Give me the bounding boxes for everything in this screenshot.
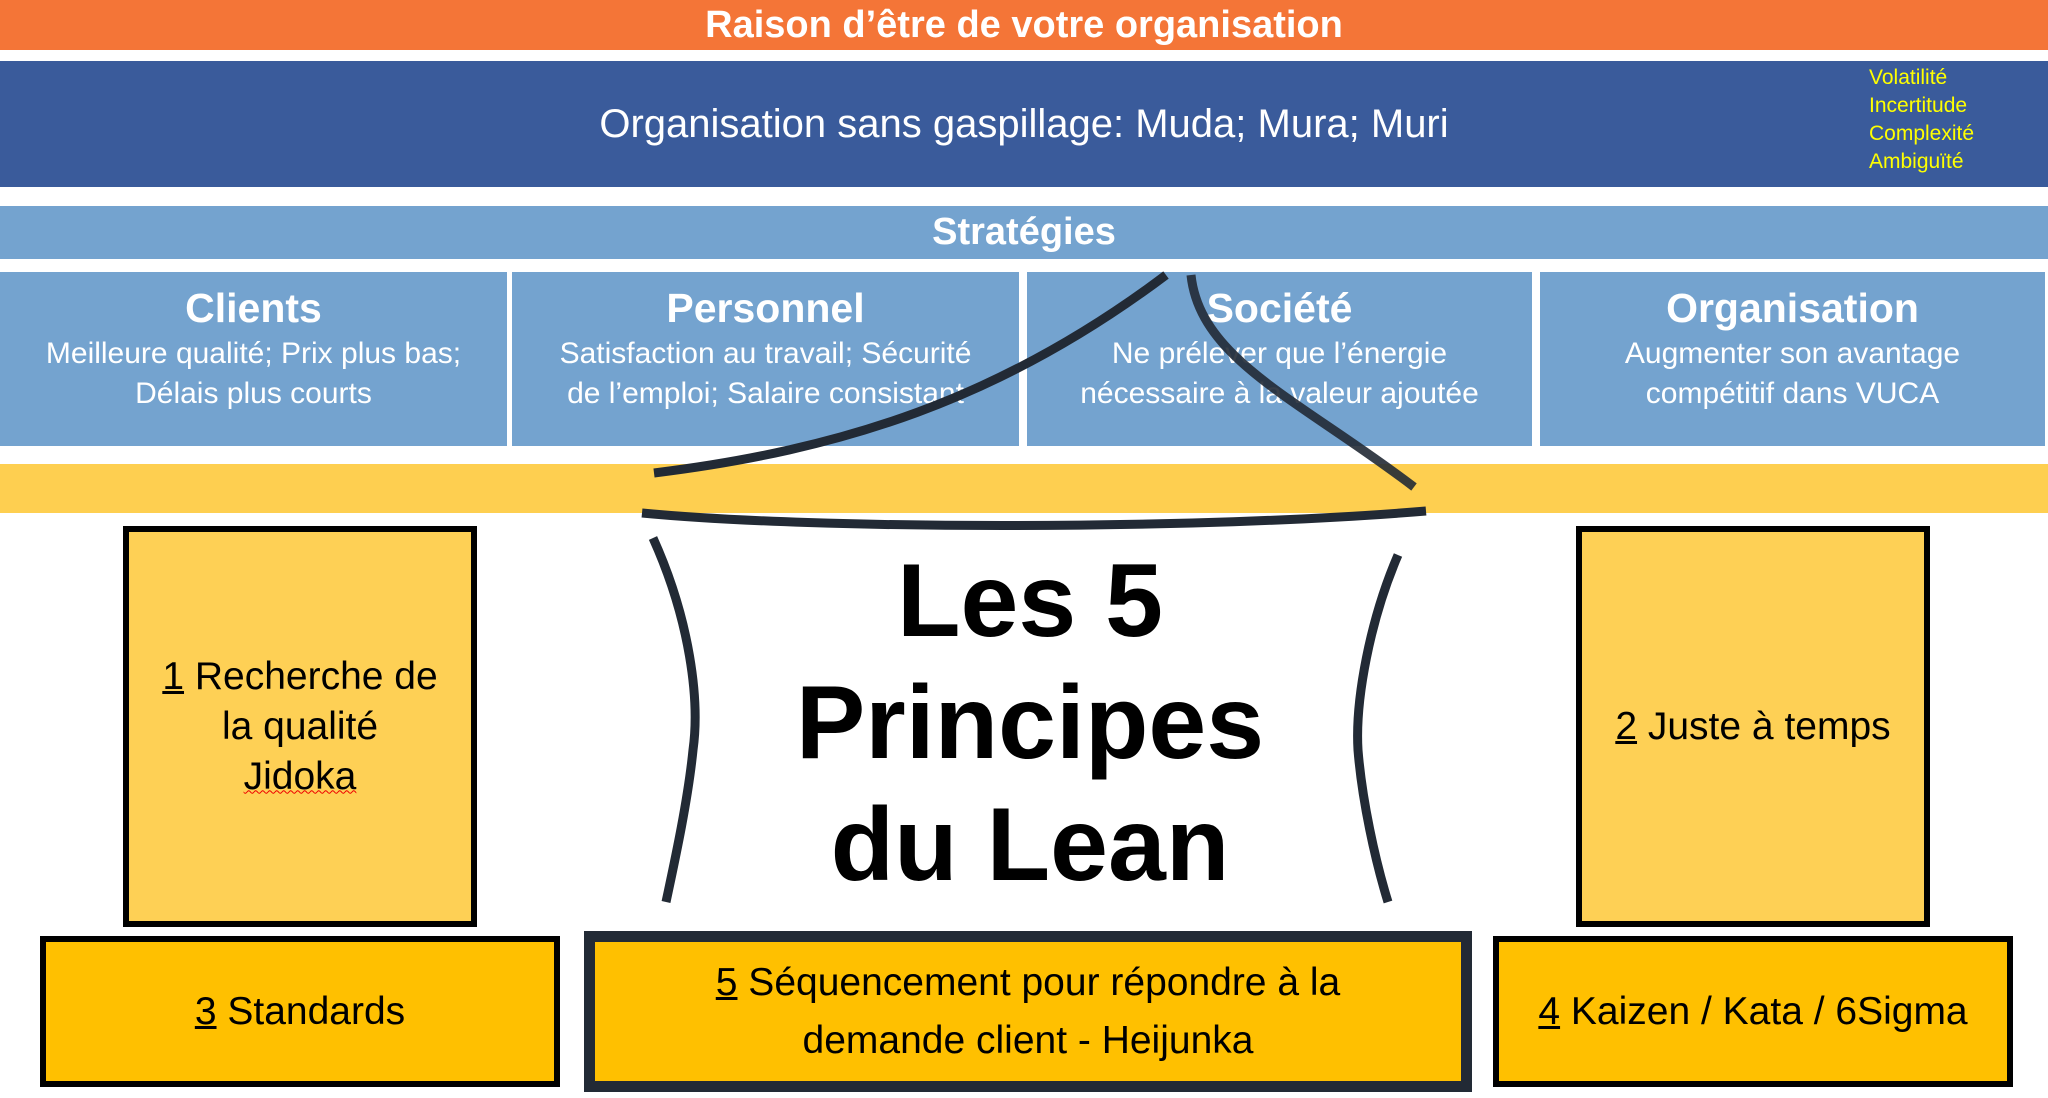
principle-4-base: 4 Kaizen / Kata / 6Sigma	[1493, 936, 2013, 1087]
strategy-desc: Ne prélever que l’énergie	[1111, 337, 1448, 370]
waste-banner: Organisation sans gaspillage: Muda; Mura…	[0, 61, 2048, 187]
lean-title: Les 5 Principes du Lean	[780, 540, 1280, 906]
right-column-line	[1353, 553, 1403, 904]
strategy-desc: de l’emploi; Salaire consistant	[567, 377, 964, 410]
strategy-desc: compétitif dans VUCA	[1645, 377, 1940, 410]
roof-left-line	[653, 271, 1169, 478]
strategy-societe: Société Ne prélever que l’énergie nécess…	[1027, 272, 1532, 446]
principle-number: 4	[1538, 989, 1561, 1033]
vuca-item: Complexité	[1869, 122, 1975, 145]
principle-text: Séquencement pour répondre à la	[737, 960, 1341, 1004]
principle-2-pillar: 2 Juste à temps	[1576, 526, 1930, 927]
principle-5-base: 5 Séquencement pour répondre à la demand…	[584, 931, 1472, 1092]
principle-text: Jidoka	[243, 754, 357, 798]
strategy-desc: Meilleure qualité; Prix plus bas;	[45, 337, 462, 370]
principle-text: Kaizen / Kata / 6Sigma	[1560, 989, 1968, 1033]
title-line: Principes	[795, 665, 1265, 781]
principle-text: Recherche de	[184, 654, 438, 698]
vuca-item: Ambiguïté	[1869, 150, 1964, 173]
principle-3-base: 3 Standards	[40, 936, 560, 1087]
strategy-personnel: Personnel Satisfaction au travail; Sécur…	[512, 272, 1019, 446]
strategy-desc: Satisfaction au travail; Sécurité	[559, 337, 972, 370]
strategies-title: Stratégies	[932, 211, 1116, 253]
principle-1-pillar: 1 Recherche de la qualité Jidoka	[123, 526, 477, 927]
title-line: du Lean	[830, 787, 1230, 903]
principle-number: 2	[1615, 704, 1638, 748]
strategies-banner: Stratégies	[0, 206, 2048, 259]
left-column-line	[648, 536, 700, 903]
principle-number: 3	[194, 989, 217, 1033]
principle-text: la qualité	[221, 704, 379, 748]
principle-number: 1	[162, 654, 185, 698]
principle-number: 5	[715, 960, 738, 1004]
vuca-list: Volatilité Incertitude Complexité Ambigu…	[1869, 64, 1974, 176]
principle-text: demande client - Heijunka	[802, 1018, 1254, 1062]
title-line: Les 5	[897, 543, 1163, 659]
strategy-clients: Clients Meilleure qualité; Prix plus bas…	[0, 272, 507, 446]
roof-right-line	[1186, 274, 1417, 491]
principle-text: Standards	[216, 989, 406, 1033]
vuca-item: Incertitude	[1869, 94, 1968, 117]
principle-text: Juste à temps	[1637, 704, 1891, 748]
strategy-title: Clients	[185, 285, 322, 331]
waste-text: Organisation sans gaspillage: Muda; Mura…	[599, 101, 1449, 146]
strategy-title: Personnel	[666, 285, 865, 331]
strategy-title: Société	[1206, 285, 1353, 331]
purpose-text: Raison d’être de votre organisation	[705, 3, 1343, 46]
strategy-desc: Augmenter son avantage	[1624, 337, 1961, 370]
strategy-organisation: Organisation Augmenter son avantage comp…	[1540, 272, 2045, 446]
purpose-banner: Raison d’être de votre organisation	[0, 0, 2048, 50]
roof-band	[0, 464, 2048, 513]
strategy-desc: Délais plus courts	[135, 377, 372, 410]
roof-bottom-line	[641, 506, 1427, 531]
vuca-item: Volatilité	[1869, 66, 1948, 89]
strategy-title: Organisation	[1666, 285, 1919, 331]
